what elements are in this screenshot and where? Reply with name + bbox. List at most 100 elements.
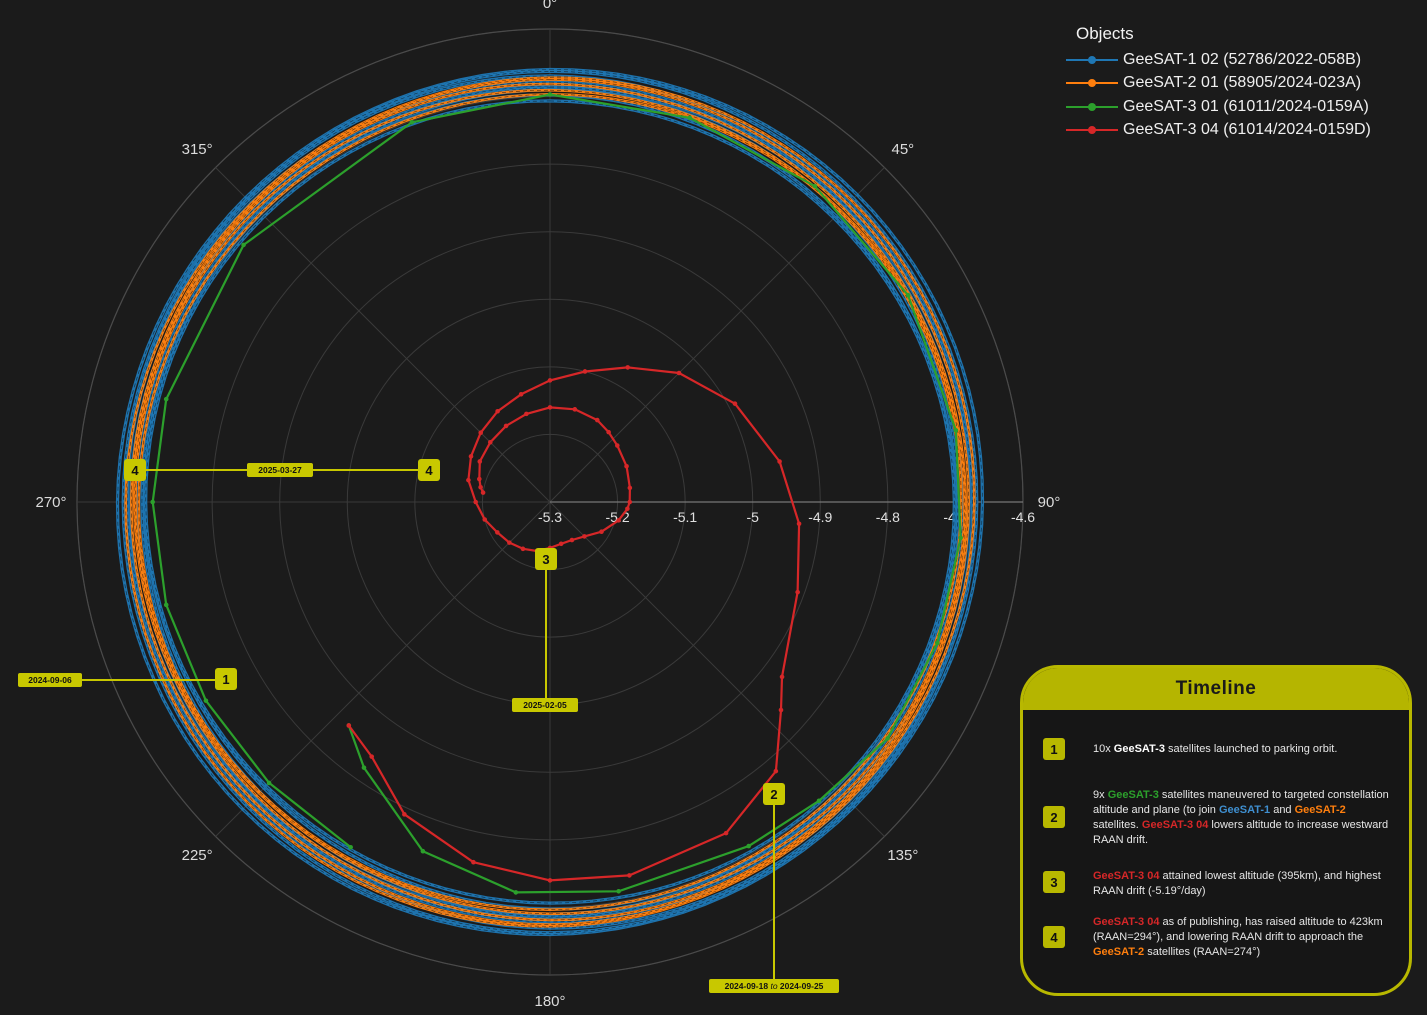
legend: Objects GeeSAT-1 02 (52786/2022-058B) Ge… <box>1066 24 1416 142</box>
timeline-entry-text: 9x GeeSAT-3 satellites maneuvered to tar… <box>1093 789 1389 846</box>
point-geesat-3-04 <box>627 485 633 491</box>
point-geesat-3-04 <box>777 459 782 464</box>
annotation-date-2: 2024-09-18 to 2024-09-25 <box>709 979 839 993</box>
timeline-panel: Timeline 1 10x GeeSAT-3 satellites launc… <box>1020 665 1412 996</box>
point-geesat-3-01 <box>163 602 169 608</box>
legend-label: GeeSAT-3 01 (61011/2024-0159A) <box>1123 97 1369 115</box>
timeline-entry-number: 2 <box>1043 806 1065 828</box>
timeline-entry-text: GeeSAT-3 04 as of publishing, has raised… <box>1093 916 1383 958</box>
track-dash-overlay <box>125 77 975 927</box>
annotation-marker-4-left: 4 <box>124 459 146 481</box>
point-geesat-3-01 <box>150 499 155 505</box>
point-geesat-3-04 <box>779 674 785 680</box>
point-geesat-3-04 <box>478 484 483 490</box>
track-dash-overlay <box>117 69 983 935</box>
point-geesat-3-04 <box>732 401 738 406</box>
legend-item-geesat-2-01[interactable]: GeeSAT-2 01 (58905/2024-023A) <box>1066 72 1416 96</box>
point-geesat-3-01 <box>812 183 818 189</box>
series-geesat-3-04-line <box>347 366 801 882</box>
annotation-date-3: 2025-02-05 <box>512 698 578 712</box>
track-dash-overlay <box>145 100 955 904</box>
legend-title: Objects <box>1076 24 1134 43</box>
point-geesat-3-04 <box>503 423 509 429</box>
point-geesat-3-04 <box>624 464 629 469</box>
legend-item-geesat-3-01[interactable]: GeeSAT-3 01 (61011/2024-0159A) <box>1066 95 1416 119</box>
track-dash-overlay <box>122 71 978 934</box>
point-geesat-3-01 <box>513 890 519 895</box>
point-geesat-3-04 <box>466 477 471 483</box>
point-geesat-3-04 <box>369 754 375 759</box>
angle-tick-label: 135° <box>887 847 918 864</box>
point-geesat-3-04 <box>471 859 476 865</box>
legend-swatch-orange <box>1066 77 1118 89</box>
point-geesat-3-04 <box>595 417 600 423</box>
point-geesat-3-01 <box>816 798 822 804</box>
angle-tick-label: 45° <box>892 141 915 158</box>
point-geesat-3-04 <box>547 405 553 410</box>
radial-tick-label: -4.9 <box>808 509 832 525</box>
point-geesat-3-01 <box>266 780 272 786</box>
point-geesat-3-04 <box>346 723 352 728</box>
annotation-date-2-to-word: to <box>770 981 778 991</box>
angle-tick-label: 315° <box>182 141 213 158</box>
timeline-entry-number: 3 <box>1043 871 1065 893</box>
radial-tick-label: -4.8 <box>876 509 900 525</box>
point-geesat-3-01 <box>409 119 415 125</box>
point-geesat-3-04 <box>723 830 729 836</box>
point-geesat-3-01 <box>348 844 353 850</box>
grid-spoke <box>215 167 551 503</box>
point-geesat-3-01 <box>746 843 751 849</box>
timeline-entry-text: 10x GeeSAT-3 satellites launched to park… <box>1093 743 1338 755</box>
point-geesat-3-01 <box>953 428 959 433</box>
grid-spoke <box>549 501 885 837</box>
annotation-date-2-from: 2024-09-18 <box>724 981 769 991</box>
point-geesat-3-04 <box>487 439 493 445</box>
radial-tick-label: -4.6 <box>1011 509 1035 525</box>
point-geesat-3-01 <box>905 292 911 298</box>
angle-tick-label: 270° <box>35 494 66 511</box>
point-geesat-3-04 <box>796 521 802 527</box>
point-geesat-3-01 <box>361 765 367 770</box>
angle-tick-label: 225° <box>182 847 213 864</box>
angle-tick-label: 0° <box>543 0 557 12</box>
legend-swatch-red <box>1066 124 1118 136</box>
annotation-marker-3: 3 <box>535 548 557 570</box>
point-geesat-3-04 <box>495 408 500 414</box>
angle-tick-label: 180° <box>534 993 565 1010</box>
grid-spoke <box>549 167 885 503</box>
legend-label: GeeSAT-2 01 (58905/2024-023A) <box>1123 74 1362 92</box>
point-geesat-3-04 <box>468 454 474 459</box>
point-geesat-3-04 <box>520 546 526 552</box>
track-dash-overlay <box>130 79 970 925</box>
point-geesat-3-04 <box>676 370 682 376</box>
point-geesat-3-04 <box>495 530 500 535</box>
point-geesat-3-04 <box>480 490 486 495</box>
point-geesat-3-04 <box>478 430 484 436</box>
legend-item-geesat-1-02[interactable]: GeeSAT-1 02 (52786/2022-058B) <box>1066 48 1416 72</box>
point-geesat-3-04 <box>627 873 632 878</box>
legend-item-geesat-3-04[interactable]: GeeSAT-3 04 (61014/2024-0159D) <box>1066 119 1416 143</box>
legend-swatch-blue <box>1066 54 1118 66</box>
track-dash-overlay <box>138 94 962 911</box>
point-geesat-3-01 <box>885 736 890 741</box>
point-geesat-3-01 <box>203 698 209 703</box>
timeline-entry-number: 1 <box>1043 738 1065 760</box>
timeline-title: Timeline <box>1023 668 1409 710</box>
point-geesat-3-04 <box>606 429 611 435</box>
legend-label: GeeSAT-3 04 (61014/2024-0159D) <box>1123 121 1371 139</box>
point-geesat-3-01 <box>958 535 963 541</box>
point-geesat-3-01 <box>163 396 169 402</box>
point-geesat-3-01 <box>687 115 693 121</box>
point-geesat-3-04 <box>477 459 483 464</box>
point-geesat-3-01 <box>547 92 553 97</box>
point-geesat-3-04 <box>625 365 631 370</box>
point-geesat-3-04 <box>582 534 587 539</box>
timeline-entry-text: GeeSAT-3 04 attained lowest altitude (39… <box>1093 870 1381 897</box>
point-geesat-3-04 <box>477 476 482 482</box>
point-geesat-3-04 <box>524 411 529 417</box>
point-geesat-3-04 <box>616 518 621 523</box>
point-geesat-3-01 <box>420 848 426 854</box>
point-geesat-3-01 <box>935 640 940 646</box>
annotation-date-2-to: 2024-09-25 <box>779 981 824 991</box>
angle-tick-label: 90° <box>1038 494 1061 511</box>
